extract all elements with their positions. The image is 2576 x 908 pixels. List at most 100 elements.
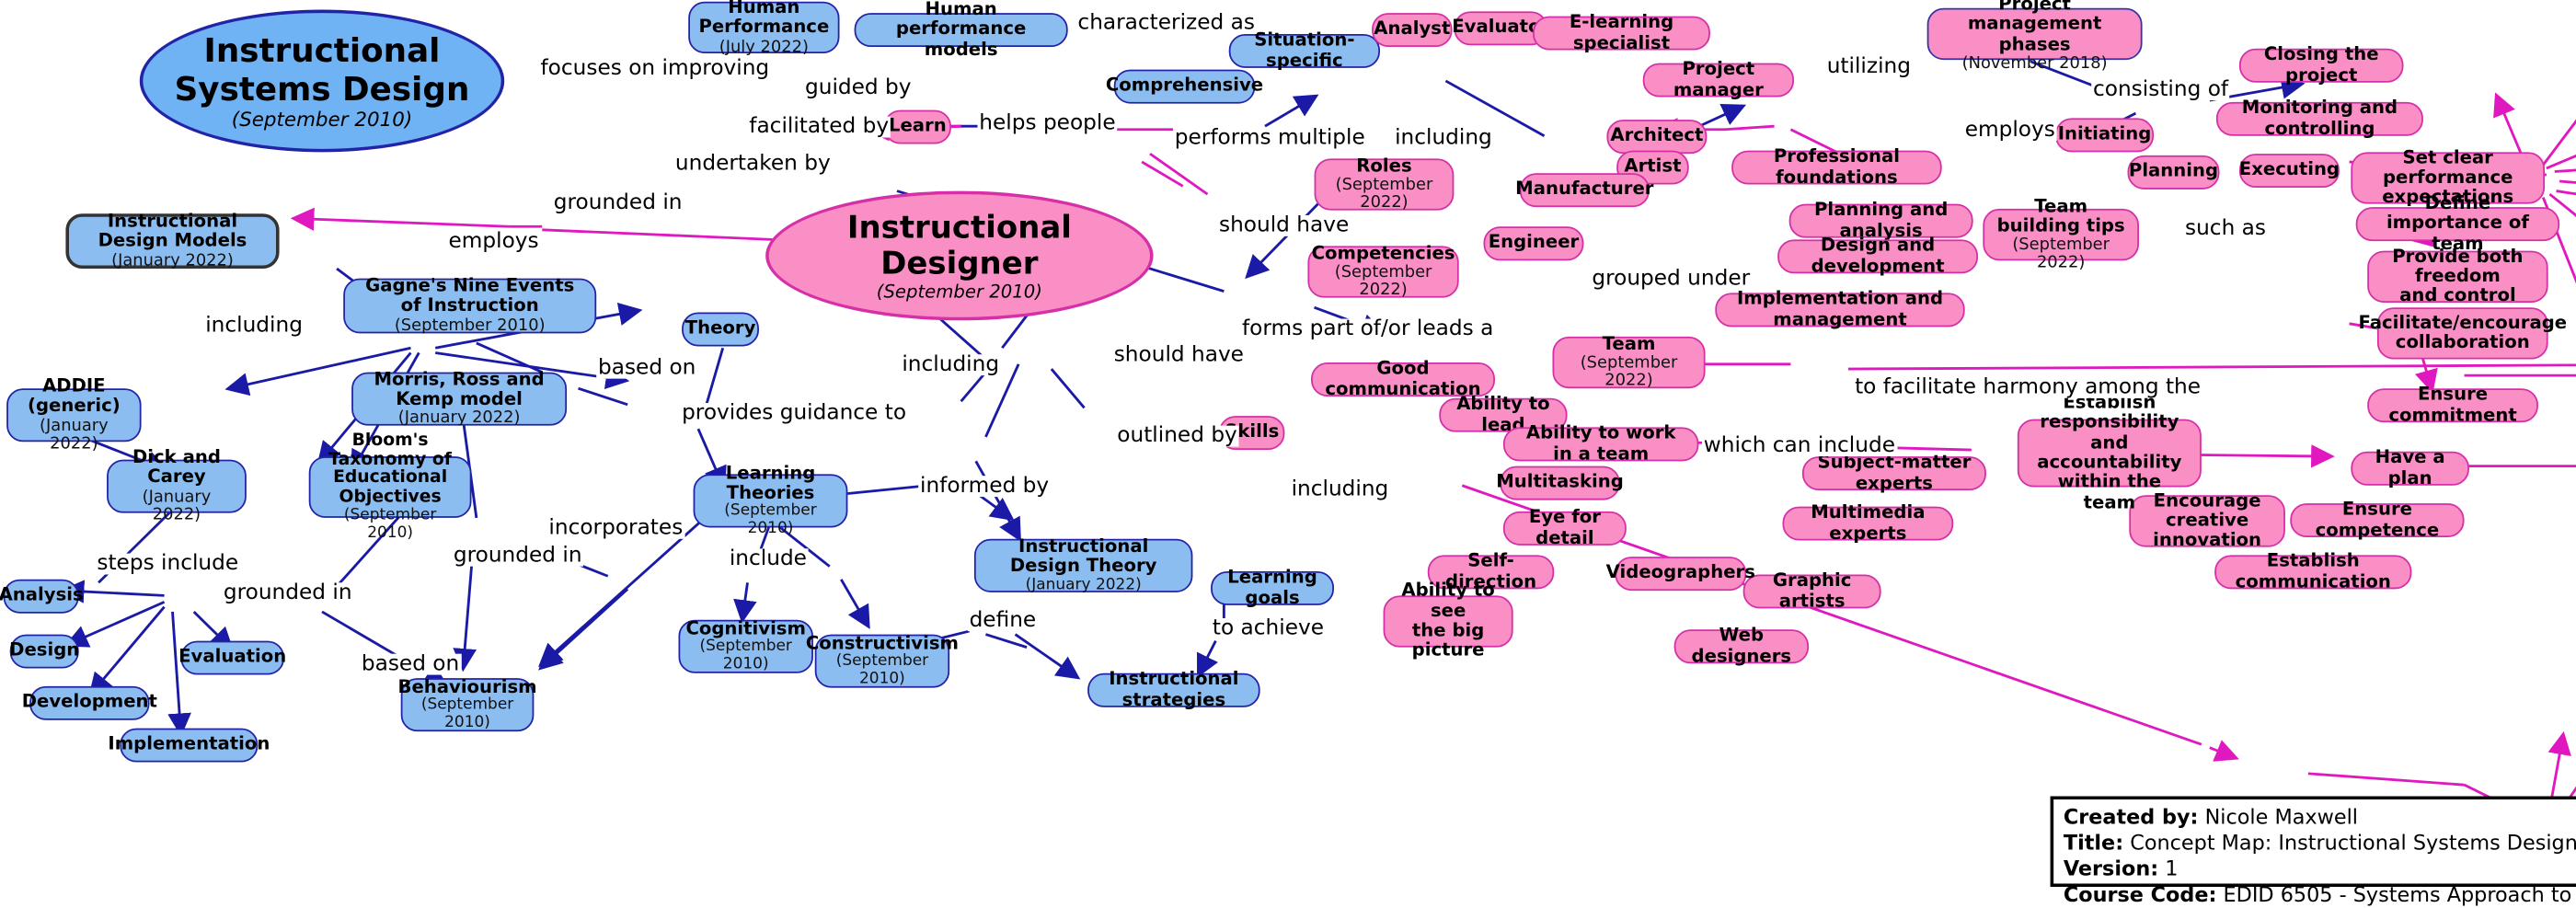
node-self-direction[interactable]: Self-direction xyxy=(1427,551,1555,591)
node-cognitivism[interactable]: Cognitivism (September 2010) xyxy=(678,618,813,673)
node-engineer[interactable]: Engineer xyxy=(1483,226,1584,261)
node-human-performance[interactable]: Human Performance (July 2022) xyxy=(688,0,840,56)
node-date: (September 2022) xyxy=(2012,236,2110,273)
node-analysis[interactable]: Analysis xyxy=(0,579,84,614)
node-graphic-artists[interactable]: Graphic artists xyxy=(1742,570,1881,610)
node-establish-communication[interactable]: Establish communication xyxy=(2214,551,2412,591)
node-ability-to-work-in-a-team[interactable]: Ability to work in a team xyxy=(1502,423,1699,463)
node-title: Constructivism xyxy=(805,632,959,654)
node-learn[interactable]: Learn xyxy=(883,109,951,144)
node-date: (January 2022) xyxy=(40,417,109,454)
node-ensure-commitment[interactable]: Ensure commitment xyxy=(2367,385,2538,424)
node-project-management-phases[interactable]: Project management phases (November 2018… xyxy=(1926,0,2143,73)
node-encourage-creative-innovation[interactable]: Encourage creative innovation xyxy=(2129,490,2285,550)
node-ability-to-lead[interactable]: Ability to lead xyxy=(1439,393,1568,435)
edge-label-focuses-on-improving: focuses on improving xyxy=(538,56,771,81)
node-title: Planning xyxy=(2128,160,2219,182)
node-title: Ability to lead xyxy=(1456,393,1550,435)
node-title: Instructional Design Theory xyxy=(1009,535,1157,577)
node-team[interactable]: Team (September 2022) xyxy=(1552,333,1706,390)
node-define-importance-of-team[interactable]: Define importance of team xyxy=(2355,193,2560,253)
node-title: Design xyxy=(9,639,80,661)
node-title: Videographers xyxy=(1605,562,1755,583)
edge-label-including-roles: including xyxy=(1393,126,1494,151)
node-design-and-development[interactable]: Design and development xyxy=(1777,235,1978,276)
node-comprehensive[interactable]: Comprehensive xyxy=(1106,69,1263,104)
node-design[interactable]: Design xyxy=(9,634,80,669)
node-roles[interactable]: Roles (September 2022) xyxy=(1314,155,1455,213)
node-title: Ability to see the big picture xyxy=(1401,580,1495,661)
node-instructional-designer[interactable]: Instructional Designer (September 2010) xyxy=(765,190,1154,321)
node-monitoring-and-controlling[interactable]: Monitoring and controlling xyxy=(2215,98,2423,138)
node-title: Instructional strategies xyxy=(1109,668,1239,710)
node-planning-and-analysis[interactable]: Planning and analysis xyxy=(1788,200,1973,239)
node-establish-responsibility[interactable]: Establish responsibility and accountabil… xyxy=(2017,392,2202,511)
node-title: Design and development xyxy=(1811,235,1945,276)
node-facilitate-encourage-collaboration[interactable]: Facilitate/encourage collaboration xyxy=(2358,307,2567,360)
node-learning-theories[interactable]: Learning Theories (September 2010) xyxy=(693,463,848,536)
node-multitasking[interactable]: Multitasking xyxy=(1496,465,1624,500)
node-analyst[interactable]: Analyst xyxy=(1372,13,1453,48)
node-web-designers[interactable]: Web designers xyxy=(1673,626,1810,665)
credits-created-by-value: Nicole Maxwell xyxy=(2204,804,2359,829)
node-theory[interactable]: Theory xyxy=(682,312,759,347)
node-provide-both-freedom-and-control[interactable]: Provide both freedom and control xyxy=(2367,246,2548,305)
credits-box: Created by: Nicole Maxwell Title: Concep… xyxy=(2050,796,2576,906)
node-implementation-and-management[interactable]: Implementation and management xyxy=(1715,289,1965,328)
node-artist[interactable]: Artist xyxy=(1616,150,1689,185)
node-morris-ross-kemp[interactable]: Morris, Ross and Kemp model (January 202… xyxy=(351,369,568,428)
node-manufacturer[interactable]: Manufacturer xyxy=(1515,173,1653,208)
node-videographers[interactable]: Videographers xyxy=(1606,557,1755,592)
node-title: Comprehensive xyxy=(1105,75,1264,97)
node-instructional-strategies[interactable]: Instructional strategies xyxy=(1087,668,1260,710)
node-title: Eye for detail xyxy=(1528,506,1601,548)
node-addie[interactable]: ADDIE (generic) (January 2022) xyxy=(6,376,142,453)
node-instructional-design-theory[interactable]: Instructional Design Theory (January 202… xyxy=(973,535,1193,592)
node-title: Set clear performance expectations xyxy=(2382,146,2514,208)
node-executing[interactable]: Executing xyxy=(2239,154,2340,189)
node-set-clear-performance-expectations[interactable]: Set clear performance expectations xyxy=(2351,147,2546,207)
node-implementation[interactable]: Implementation xyxy=(108,728,270,763)
node-professional-foundations[interactable]: Professional foundations xyxy=(1731,146,1942,186)
node-competencies[interactable]: Competencies (September 2022) xyxy=(1307,243,1459,300)
node-elearning-specialist[interactable]: E-learning specialist xyxy=(1533,12,1710,52)
node-instructional-systems-design[interactable]: Instructional Systems Design (September … xyxy=(139,9,505,153)
node-initiating[interactable]: Initiating xyxy=(2054,118,2155,153)
node-development[interactable]: Development xyxy=(22,685,157,720)
node-closing-the-project[interactable]: Closing the project xyxy=(2238,43,2404,86)
edge-label-including-models: including xyxy=(203,314,305,339)
node-evaluator[interactable]: Evaluator xyxy=(1452,11,1549,46)
node-planning[interactable]: Planning xyxy=(2127,155,2220,190)
node-ensure-competence[interactable]: Ensure competence xyxy=(2290,500,2465,539)
node-title: Instructional Systems Design xyxy=(174,30,470,109)
edge-label-steps-include: steps include xyxy=(95,551,240,577)
node-project-manager[interactable]: Project manager xyxy=(1642,59,1794,98)
node-multimedia-experts[interactable]: Multimedia experts xyxy=(1782,502,1954,542)
node-ability-to-see-the-big-picture[interactable]: Ability to see the big picture xyxy=(1383,580,1513,661)
node-bloom-taxonomy[interactable]: Bloom's Taxonomy of Educational Objectiv… xyxy=(308,431,472,541)
edge-label-facilitated-by: facilitated by xyxy=(747,114,891,140)
node-title: Behaviourism xyxy=(397,675,537,697)
node-have-a-plan[interactable]: Have a plan xyxy=(2351,448,2469,488)
node-learning-goals[interactable]: Learning goals xyxy=(1211,568,1334,607)
node-eye-for-detail[interactable]: Eye for detail xyxy=(1502,506,1627,548)
node-behaviourism[interactable]: Behaviourism (September 2010) xyxy=(397,676,537,732)
node-title: Closing the project xyxy=(2263,43,2379,86)
node-instructional-design-models[interactable]: Instructional Design Models (January 202… xyxy=(65,212,280,270)
node-date: (September 2010) xyxy=(835,651,929,688)
node-gagne-nine-events[interactable]: Gagne's Nine Events of Instruction (Sept… xyxy=(343,276,597,335)
node-constructivism[interactable]: Constructivism (September 2010) xyxy=(806,633,959,688)
node-team-building-tips[interactable]: Team building tips (September 2022) xyxy=(1983,196,2139,272)
node-architect[interactable]: Architect xyxy=(1606,120,1708,155)
edge-label-utilizing: utilizing xyxy=(1824,54,1913,80)
node-title: Engineer xyxy=(1488,232,1580,254)
node-good-communication[interactable]: Good communication xyxy=(1311,359,1495,398)
node-human-performance-models[interactable]: Human performance models xyxy=(854,0,1068,59)
node-dick-and-carey[interactable]: Dick and Carey (January 2022) xyxy=(107,447,247,524)
node-title: Learn xyxy=(888,115,947,137)
node-evaluation[interactable]: Evaluation xyxy=(178,640,286,675)
node-title: Dick and Carey xyxy=(132,446,221,488)
node-subject-matter-experts[interactable]: Subject-matter experts xyxy=(1801,453,1986,492)
node-situation-specific[interactable]: Situation-specific xyxy=(1228,30,1380,70)
node-date: (September 2010) xyxy=(724,501,817,537)
